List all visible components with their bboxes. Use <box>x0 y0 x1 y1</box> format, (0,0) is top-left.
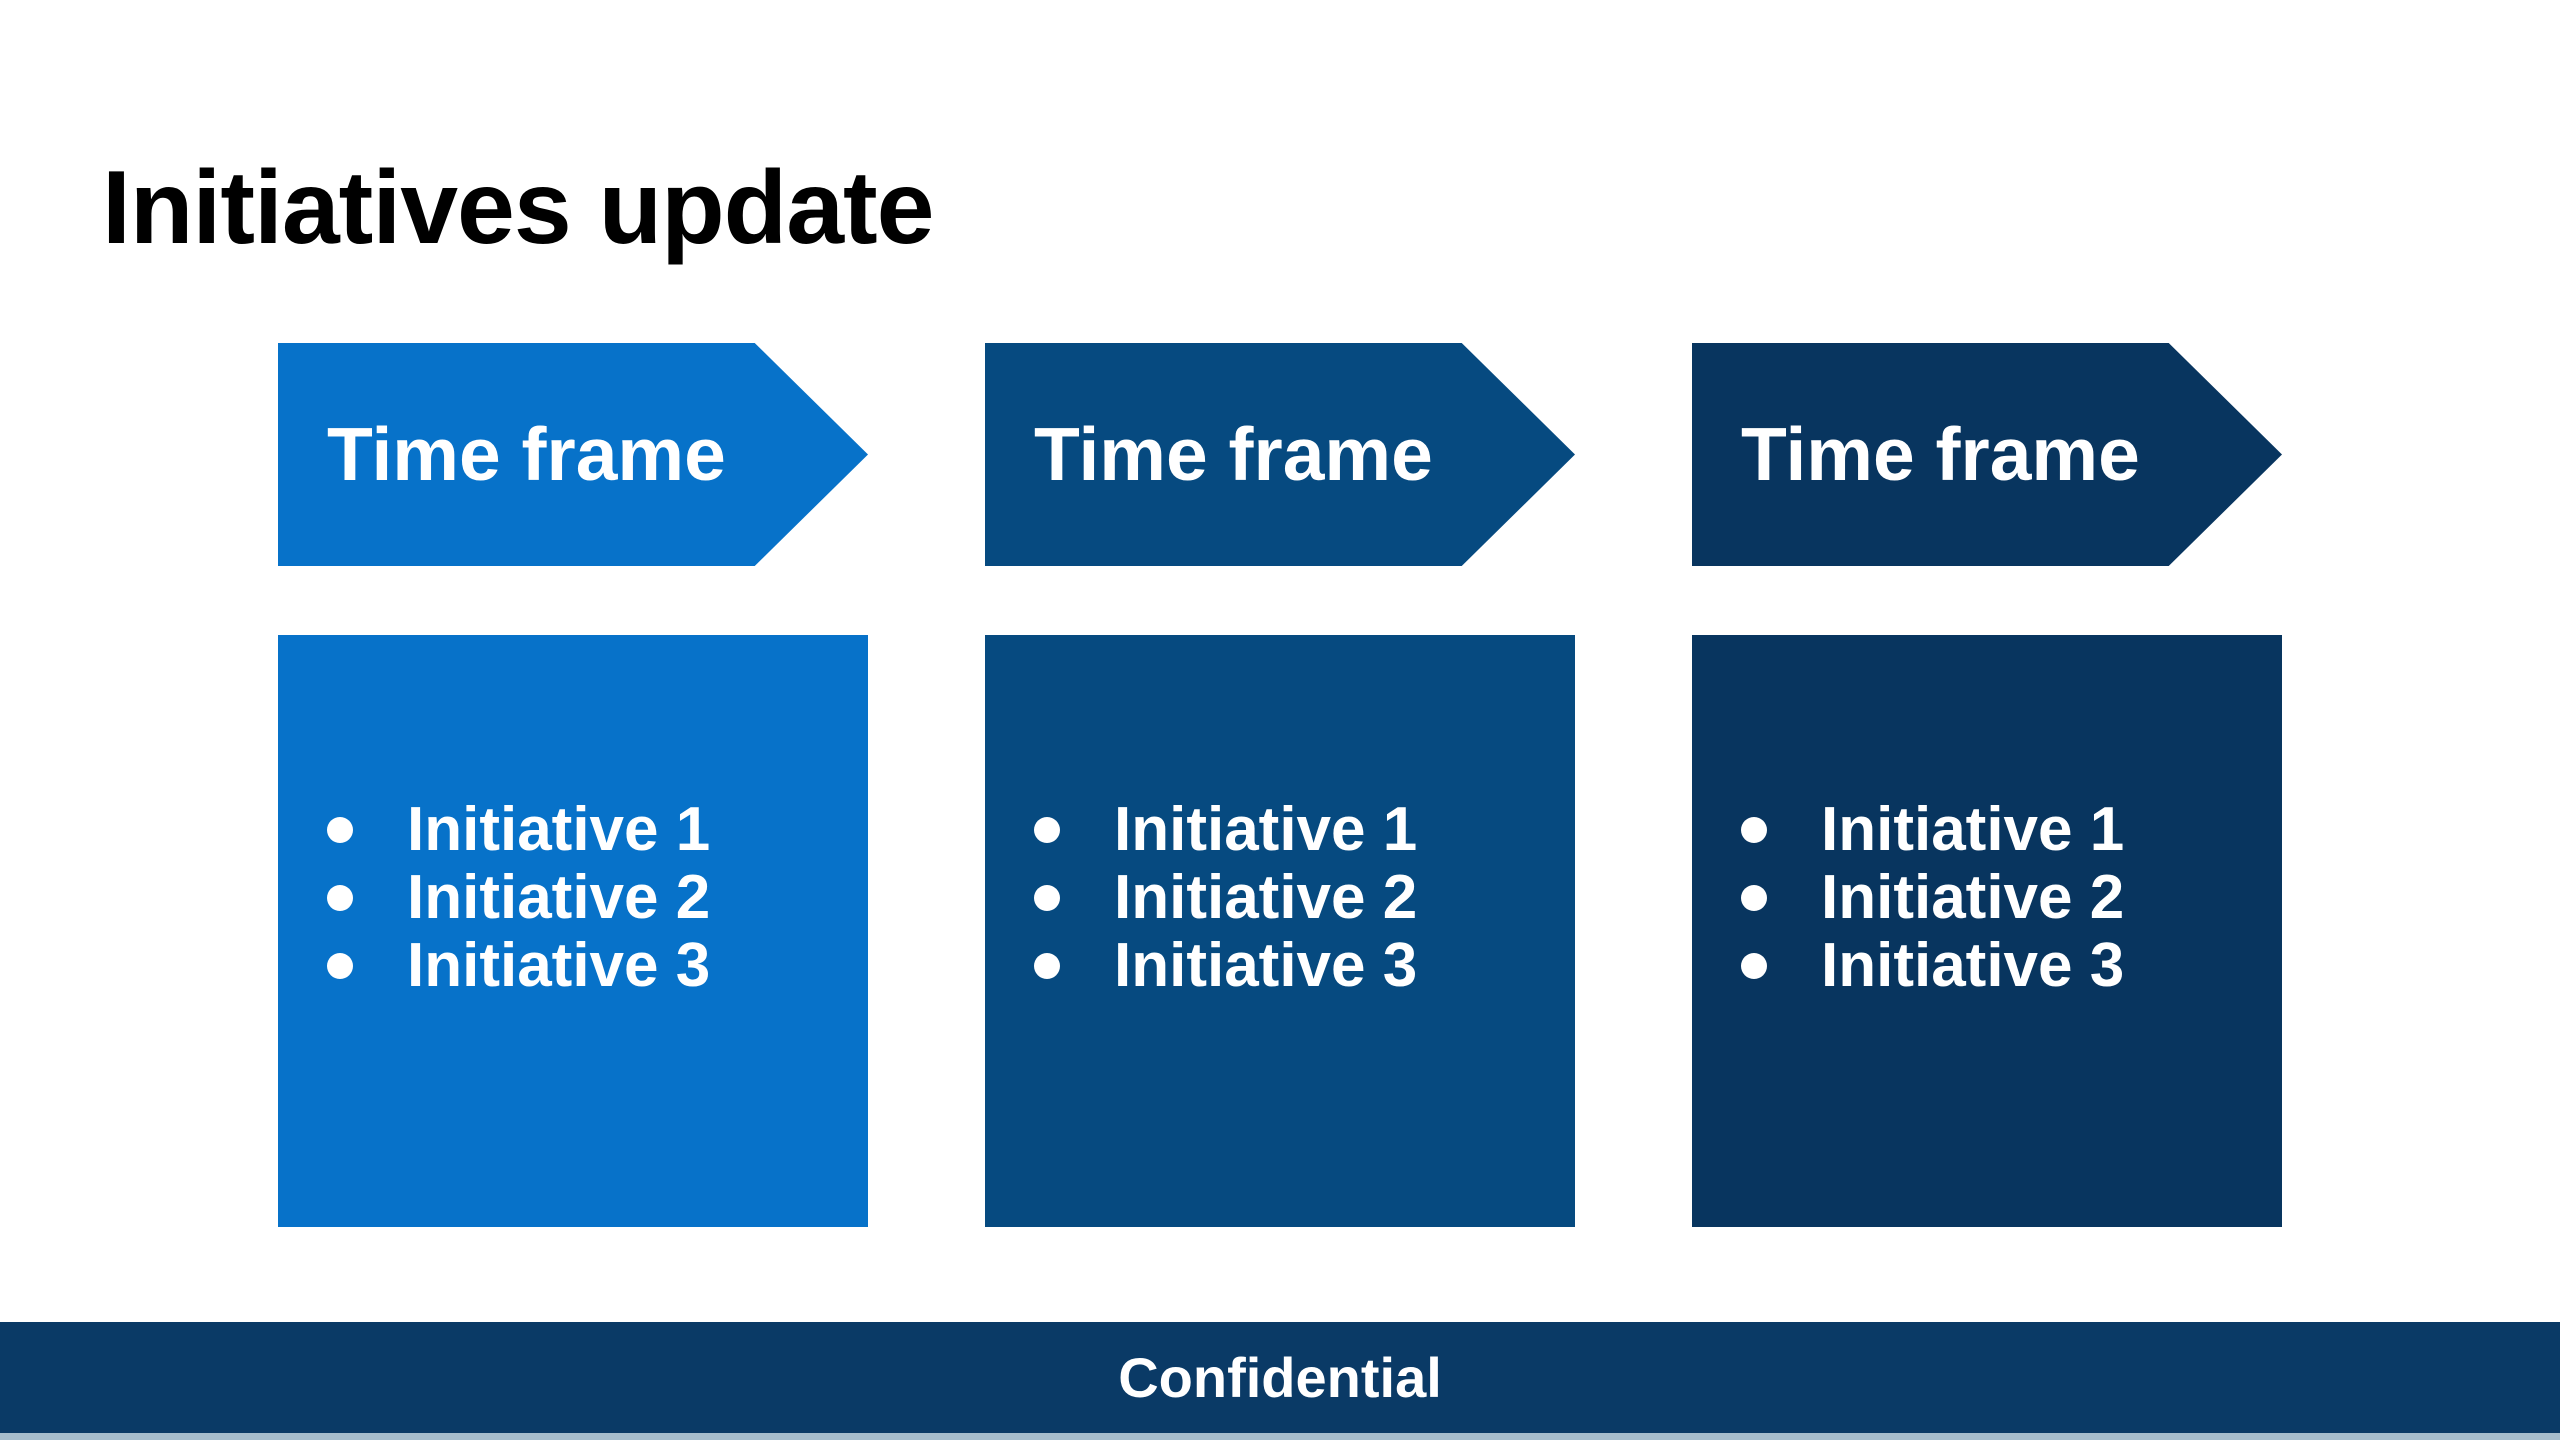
bullet-icon <box>1034 953 1060 979</box>
initiative-list: Initiative 1 Initiative 2 Initiative 3 <box>278 796 868 1000</box>
initiative-column-2: Time frame Initiative 1 Initiative 2 Ini… <box>985 0 1575 1440</box>
initiative-label: Initiative 1 <box>1114 795 1418 864</box>
bullet-icon <box>1741 885 1767 911</box>
bullet-icon <box>1741 817 1767 843</box>
timeframe-arrow-3: Time frame <box>1692 343 2282 566</box>
list-item: Initiative 3 <box>1692 932 2282 1000</box>
list-item: Initiative 3 <box>985 932 1575 1000</box>
bullet-icon <box>1034 817 1060 843</box>
bullet-icon <box>327 953 353 979</box>
list-item: Initiative 1 <box>985 796 1575 864</box>
confidential-footer: Confidential <box>0 1322 2560 1433</box>
initiative-label: Initiative 1 <box>1821 795 2125 864</box>
initiative-label: Initiative 2 <box>407 863 711 932</box>
initiative-list: Initiative 1 Initiative 2 Initiative 3 <box>1692 796 2282 1000</box>
initiative-label: Initiative 2 <box>1114 863 1418 932</box>
list-item: Initiative 3 <box>278 932 868 1000</box>
bullet-icon <box>327 817 353 843</box>
initiative-column-3: Time frame Initiative 1 Initiative 2 Ini… <box>1692 0 2282 1440</box>
initiative-box-1: Initiative 1 Initiative 2 Initiative 3 <box>278 635 868 1227</box>
initiative-list: Initiative 1 Initiative 2 Initiative 3 <box>985 796 1575 1000</box>
bullet-icon <box>1741 953 1767 979</box>
timeframe-arrow-2: Time frame <box>985 343 1575 566</box>
list-item: Initiative 2 <box>985 864 1575 932</box>
initiative-label: Initiative 3 <box>1821 931 2125 1000</box>
list-item: Initiative 1 <box>278 796 868 864</box>
initiative-label: Initiative 3 <box>1114 931 1418 1000</box>
bullet-icon <box>327 885 353 911</box>
initiative-box-2: Initiative 1 Initiative 2 Initiative 3 <box>985 635 1575 1227</box>
list-item: Initiative 1 <box>1692 796 2282 864</box>
timeframe-label: Time frame <box>1034 412 1433 496</box>
initiative-label: Initiative 3 <box>407 931 711 1000</box>
timeframe-label: Time frame <box>327 412 726 496</box>
list-item: Initiative 2 <box>1692 864 2282 932</box>
timeframe-label: Time frame <box>1741 412 2140 496</box>
bullet-icon <box>1034 885 1060 911</box>
initiative-column-1: Time frame Initiative 1 Initiative 2 Ini… <box>278 0 868 1440</box>
initiative-label: Initiative 1 <box>407 795 711 864</box>
list-item: Initiative 2 <box>278 864 868 932</box>
confidential-label: Confidential <box>1118 1345 1442 1409</box>
page-title: Initiatives update <box>102 150 935 266</box>
initiative-label: Initiative 2 <box>1821 863 2125 932</box>
footer-bottom-strip <box>0 1433 2560 1440</box>
initiative-box-3: Initiative 1 Initiative 2 Initiative 3 <box>1692 635 2282 1227</box>
timeframe-arrow-1: Time frame <box>278 343 868 566</box>
